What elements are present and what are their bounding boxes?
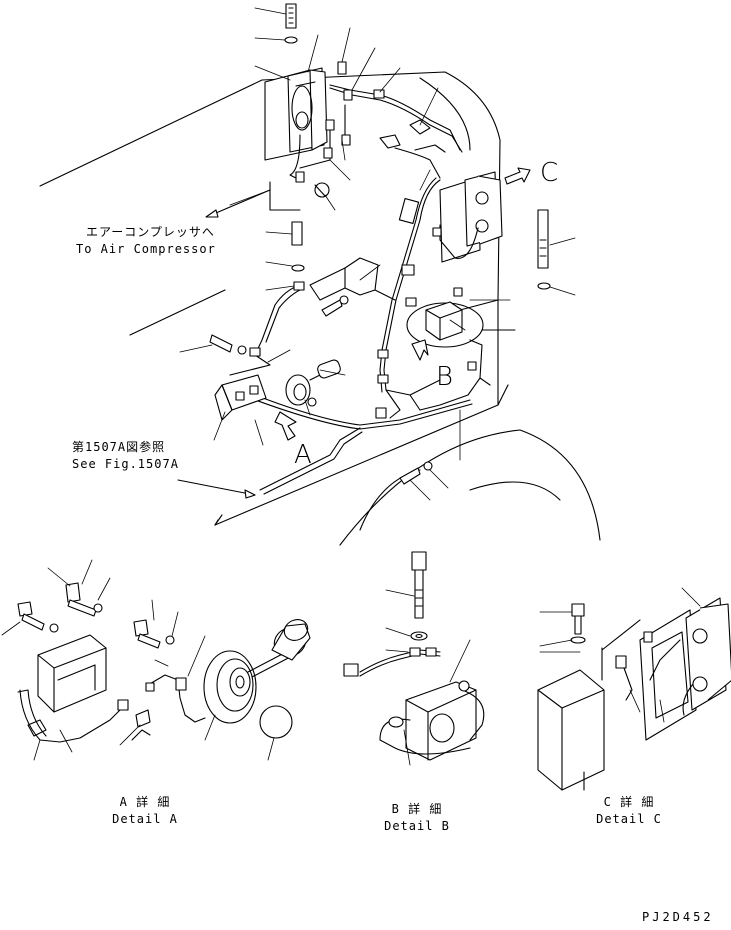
horn-and-switch-main	[214, 359, 341, 421]
wiring-harness-bottom	[214, 257, 473, 526]
detail-a-caption-en: Detail A	[112, 812, 178, 826]
view-arrows	[274, 167, 531, 441]
air-compressor-label-jp: エアーコンプレッサへ	[86, 225, 215, 239]
wiring-harness-center	[375, 177, 491, 419]
detail-a-artwork	[1, 559, 311, 761]
detail-c-caption-jp: C 詳 細	[603, 795, 655, 809]
view-label-b: B	[436, 362, 454, 392]
relay-in-main-view	[406, 301, 484, 348]
main-view-bolts	[209, 3, 551, 485]
detail-b-artwork	[343, 551, 485, 766]
leader-lines-main	[177, 7, 576, 501]
see-fig-label-jp: 第1507A図参照	[72, 440, 166, 454]
detail-b-caption-jp: B 詳 細	[391, 802, 443, 816]
see-fig-label-en: See Fig.1507A	[72, 457, 179, 471]
lamp-assembly-right	[439, 171, 503, 263]
view-label-a: A	[294, 440, 312, 470]
view-label-c: C	[540, 158, 559, 188]
detail-a-caption-jp: A 詳 細	[119, 795, 171, 809]
air-compressor-label-en: To Air Compressor	[76, 242, 216, 256]
detail-b-caption-en: Detail B	[384, 819, 450, 833]
lamp-assembly-left	[264, 67, 328, 161]
detail-c-artwork	[537, 587, 731, 791]
detail-c-caption-en: Detail C	[596, 812, 662, 826]
drawing-code: PJ2D452	[642, 910, 714, 924]
wiring-harness-top	[289, 61, 463, 198]
